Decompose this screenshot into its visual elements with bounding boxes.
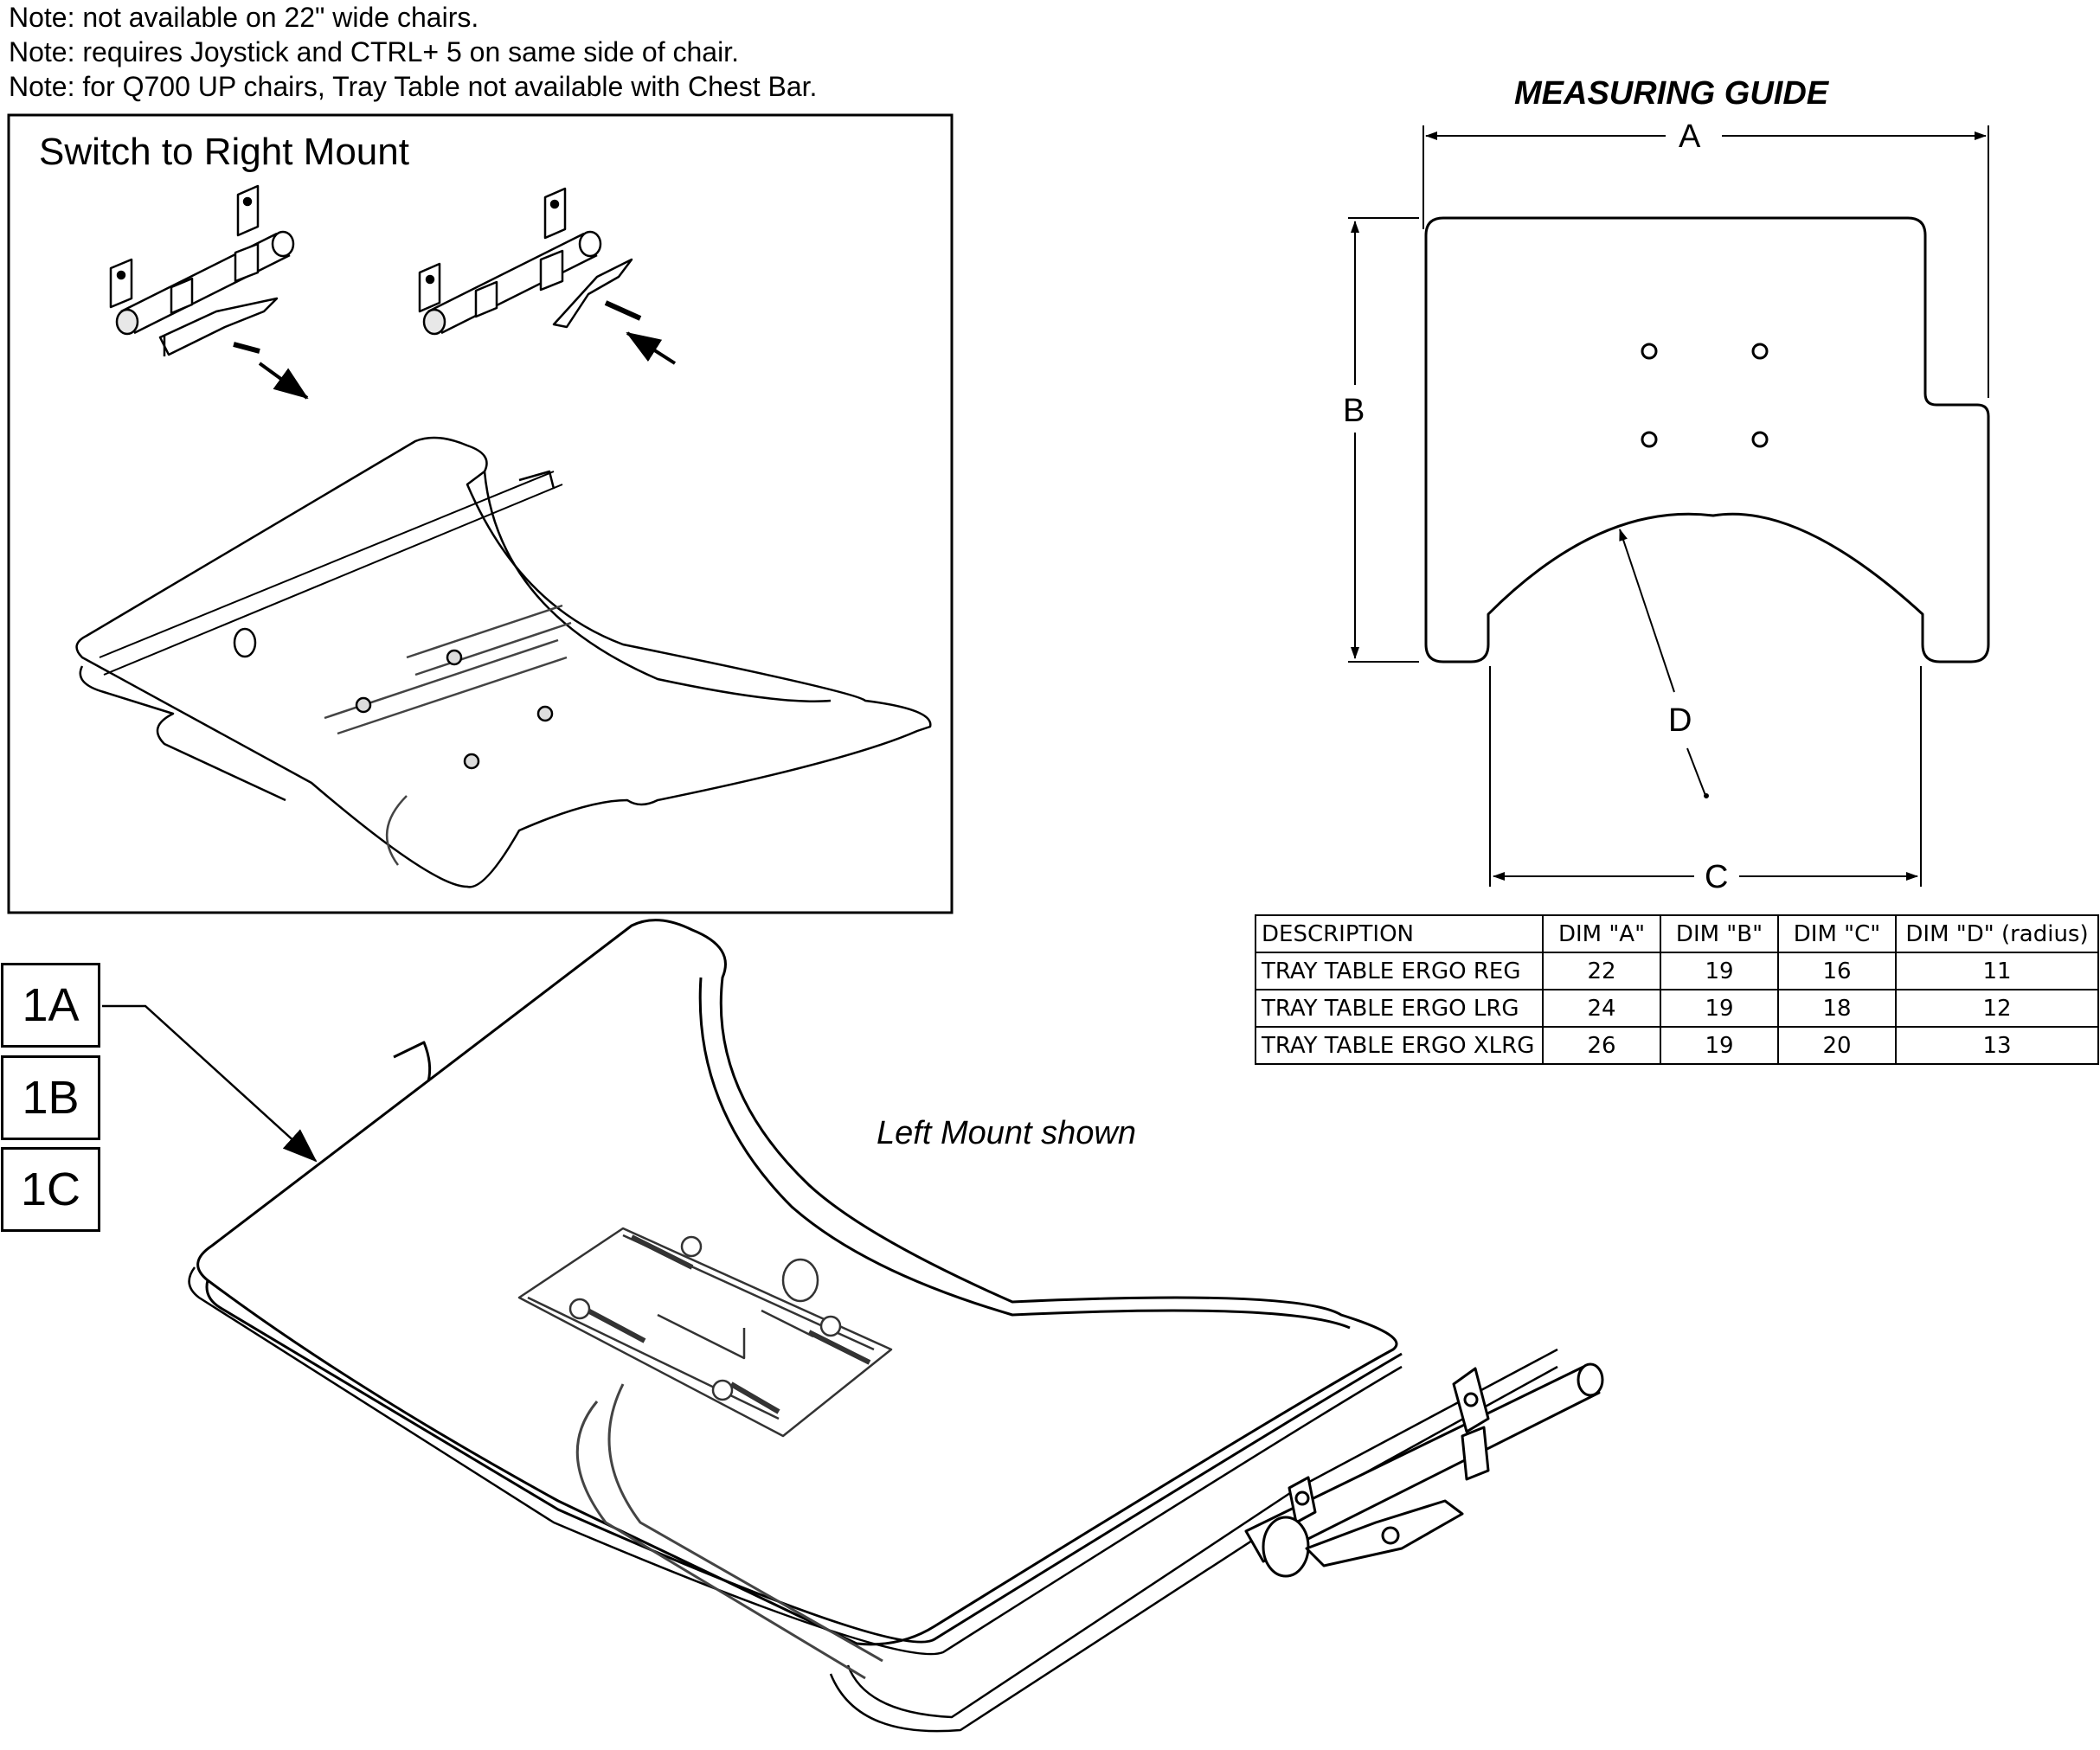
dimension-table: DESCRIPTION DIM "A" DIM "B" DIM "C" DIM …: [1255, 914, 2099, 1065]
cell-dim-d: 11: [1895, 952, 2099, 990]
mounting-hole: [1641, 343, 1658, 360]
bracket-assembly-right: [418, 187, 677, 365]
dimension-c-label: C: [1705, 859, 1728, 895]
dimension-d-label: D: [1668, 702, 1692, 739]
cell-dim-c: 16: [1777, 952, 1897, 990]
mounting-hole: [1641, 431, 1658, 448]
screw: [819, 1315, 842, 1337]
cell-description: TRAY TABLE ERGO REG: [1255, 952, 1544, 990]
callout-1a: 1A: [1, 963, 100, 1048]
cell-dim-b: 19: [1660, 1026, 1779, 1065]
dimension-a: [1422, 125, 1989, 398]
screw: [680, 1235, 703, 1258]
main-caption: Left Mount shown: [877, 1115, 1136, 1151]
cell-dim-b: 19: [1660, 952, 1779, 990]
notes: Note: not available on 22" wide chairs. …: [9, 0, 817, 104]
header-dim-c: DIM "C": [1777, 914, 1897, 953]
table-header-row: DESCRIPTION DIM "A" DIM "B" DIM "C" DIM …: [1255, 914, 2099, 953]
measuring-guide: MEASURING GUIDE A B C: [1343, 75, 1990, 895]
main-clamp-assembly: [1244, 1362, 1604, 1578]
tray-outline-topview: [1424, 216, 1990, 663]
main-mount-plates: [517, 1227, 893, 1438]
inset-border: [7, 113, 954, 914]
mounting-hole: [1751, 431, 1769, 448]
bracket-assembly-left: [109, 184, 309, 400]
table-row: TRAY TABLE ERGO LRG 24 19 18 12: [1255, 989, 2099, 1028]
mounting-holes: [1641, 343, 1769, 448]
table-row: TRAY TABLE ERGO XLRG 26 19 20 13: [1255, 1026, 2099, 1065]
callout-1b: 1B: [1, 1055, 100, 1140]
cell-dim-b: 19: [1660, 989, 1779, 1028]
cell-dim-a: 24: [1542, 989, 1661, 1028]
mounting-hole: [1751, 343, 1769, 360]
table-row: TRAY TABLE ERGO REG 22 19 16 11: [1255, 952, 2099, 990]
screw: [711, 1379, 734, 1401]
screw: [568, 1298, 591, 1320]
cell-description: TRAY TABLE ERGO XLRG: [1255, 1026, 1544, 1065]
note-line: Note: not available on 22" wide chairs.: [9, 2, 479, 33]
dimension-c: [1489, 666, 1922, 887]
cell-dim-a: 26: [1542, 1026, 1661, 1065]
dimension-b-label: B: [1343, 393, 1365, 429]
cell-dim-c: 20: [1777, 1026, 1897, 1065]
header-description: DESCRIPTION: [1255, 914, 1544, 953]
cell-dim-d: 13: [1895, 1026, 2099, 1065]
dimension-a-label: A: [1679, 119, 1701, 155]
note-line: Note: for Q700 UP chairs, Tray Table not…: [9, 71, 818, 102]
callout-1c: 1C: [1, 1147, 100, 1232]
cell-dim-a: 22: [1542, 952, 1661, 990]
inset-tray: [75, 436, 932, 888]
inset-title: Switch to Right Mount: [39, 131, 409, 173]
cell-dim-c: 18: [1777, 989, 1897, 1028]
header-dim-b: DIM "B": [1660, 914, 1779, 953]
dimension-d: [1619, 529, 1709, 798]
header-dim-d: DIM "D" (radius): [1895, 914, 2099, 953]
inset-panel: Switch to Right Mount: [7, 113, 954, 914]
header-dim-a: DIM "A": [1542, 914, 1661, 953]
dimension-b: [1348, 217, 1419, 663]
cell-description: TRAY TABLE ERGO LRG: [1255, 989, 1544, 1028]
note-line: Note: requires Joystick and CTRL+ 5 on s…: [9, 36, 739, 67]
measuring-guide-title: MEASURING GUIDE: [1514, 75, 1830, 112]
callout-leader: [102, 1004, 318, 1163]
cell-dim-d: 12: [1895, 989, 2099, 1028]
